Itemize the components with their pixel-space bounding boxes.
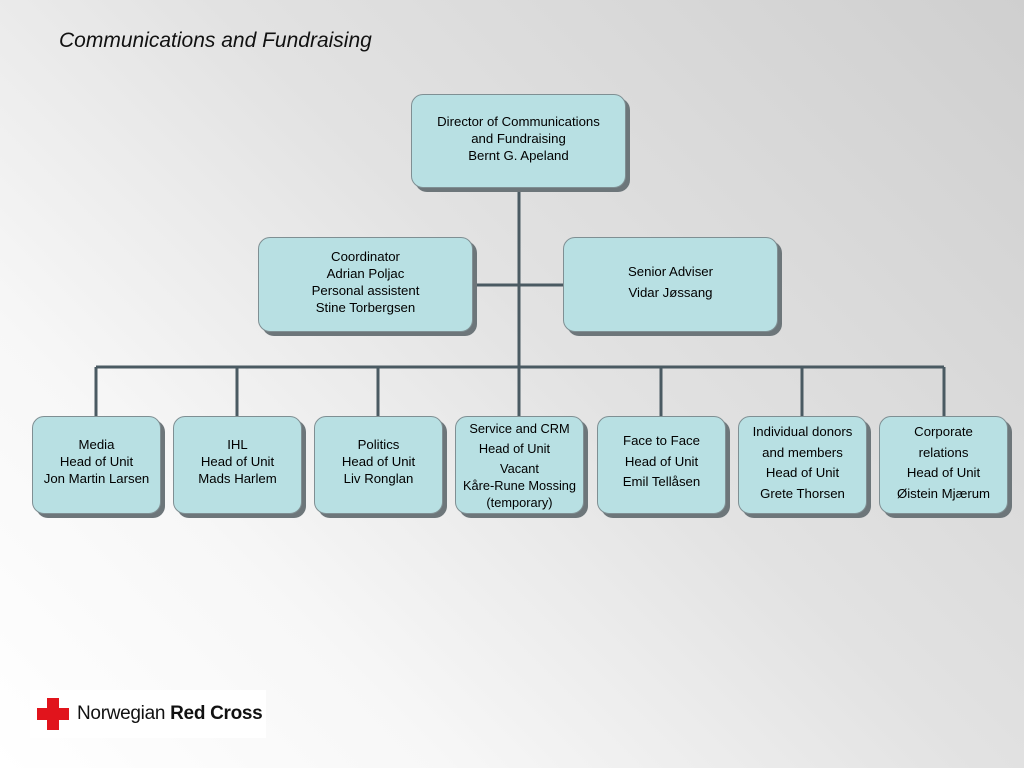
director-box: Director of Communications and Fundraisi… xyxy=(411,94,626,188)
unit-box-corporate-relations: Corporate relations Head of Unit Øistein… xyxy=(879,416,1008,514)
unit-box-face-to-face: Face to Face Head of Unit Emil Tellåsen xyxy=(597,416,726,514)
unit-person: Øistein Mjærum xyxy=(896,485,991,501)
unit-name: Politics xyxy=(357,436,400,452)
senior-adviser-box: Senior Adviser Vidar Jøssang xyxy=(563,237,778,332)
unit-name-cont: and members xyxy=(762,444,843,460)
unit-box-ihl: IHL Head of Unit Mads Harlem xyxy=(173,416,302,514)
page-title: Communications and Fundraising xyxy=(59,29,372,52)
unit-role: Head of Unit xyxy=(478,441,551,456)
unit-role: Head of Unit xyxy=(59,453,134,469)
unit-role: Head of Unit xyxy=(341,453,416,469)
unit-name-cont: relations xyxy=(918,444,969,460)
unit-status: Vacant xyxy=(500,461,539,476)
coordinator-name: Adrian Poljac xyxy=(326,265,405,281)
unit-person: Emil Tellåsen xyxy=(622,474,701,490)
coordinator-box: Coordinator Adrian Poljac Personal assis… xyxy=(258,237,473,332)
senior-adviser-title: Senior Adviser xyxy=(627,264,714,279)
unit-name: Media xyxy=(78,436,115,452)
unit-note: (temporary) xyxy=(486,495,553,510)
red-cross-logo: Norwegian Red Cross xyxy=(30,690,266,738)
unit-person: Kåre-Rune Mossing xyxy=(462,478,577,493)
coordinator-title: Coordinator xyxy=(331,248,400,264)
unit-box-individual-donors: Individual donors and members Head of Un… xyxy=(738,416,867,514)
assistant-title: Personal assistent xyxy=(311,282,420,298)
senior-adviser-name: Vidar Jøssang xyxy=(628,284,713,300)
unit-person: Mads Harlem xyxy=(198,470,277,486)
unit-box-media: Media Head of Unit Jon Martin Larsen xyxy=(32,416,161,514)
unit-box-politics: Politics Head of Unit Liv Ronglan xyxy=(314,416,443,514)
unit-name: Individual donors xyxy=(752,424,853,439)
unit-box-service-crm: Service and CRM Head of Unit Vacant Kåre… xyxy=(455,416,584,514)
assistant-name: Stine Torbergsen xyxy=(315,299,416,315)
unit-name: IHL xyxy=(227,436,248,452)
unit-role: Head of Unit xyxy=(200,453,275,469)
director-line: and Fundraising xyxy=(471,130,566,146)
logo-wordmark: Norwegian Red Cross xyxy=(77,703,263,725)
director-name: Bernt G. Apeland xyxy=(468,147,569,163)
logo-text-regular: Norwegian xyxy=(77,703,166,724)
unit-person: Liv Ronglan xyxy=(343,470,414,486)
unit-name: Corporate xyxy=(914,424,973,439)
unit-role: Head of Unit xyxy=(624,453,699,469)
director-line: Director of Communications xyxy=(437,113,600,129)
unit-person: Grete Thorsen xyxy=(760,485,845,501)
unit-role: Head of Unit xyxy=(906,465,981,480)
unit-name: Service and CRM xyxy=(469,421,570,436)
red-cross-icon xyxy=(37,698,69,730)
unit-person: Jon Martin Larsen xyxy=(43,470,150,486)
logo-text-bold: Red Cross xyxy=(170,703,263,724)
unit-name: Face to Face xyxy=(623,433,700,449)
unit-role: Head of Unit xyxy=(765,465,840,480)
